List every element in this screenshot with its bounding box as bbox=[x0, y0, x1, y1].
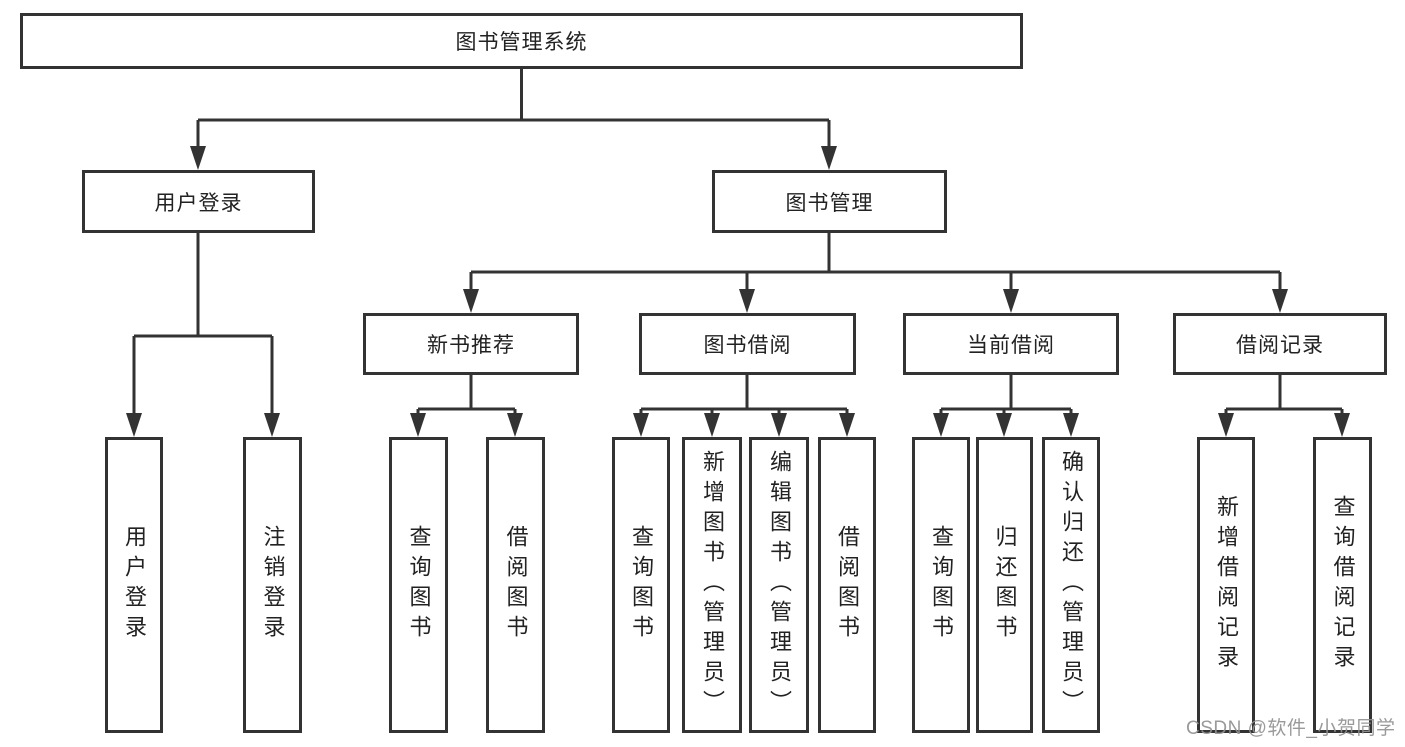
leaf-logout: 注销登录 bbox=[243, 437, 302, 733]
leaf-borrow-book-1-label: 借阅图书 bbox=[503, 525, 529, 645]
leaf-logout-label: 注销登录 bbox=[260, 525, 286, 645]
leaf-edit-book-admin-label: 编辑图书（管理员） bbox=[767, 450, 792, 720]
leaf-query-borrow-record-label: 查询借阅记录 bbox=[1330, 495, 1356, 675]
leaf-add-book-admin: 新增图书（管理员） bbox=[682, 437, 742, 733]
watermark: CSDN @软件_小贺同学 bbox=[1186, 718, 1396, 739]
leaf-borrow-book-2: 借阅图书 bbox=[818, 437, 876, 733]
leaf-add-book-admin-label: 新增图书（管理员） bbox=[700, 450, 725, 720]
leaf-add-borrow-record: 新增借阅记录 bbox=[1197, 437, 1255, 733]
node-current-borrow-label: 当前借阅 bbox=[967, 334, 1055, 357]
leaf-borrow-book-1: 借阅图书 bbox=[486, 437, 545, 733]
node-user-login-label: 用户登录 bbox=[154, 191, 243, 215]
node-new-book-recommend-label: 新书推荐 bbox=[427, 334, 515, 357]
leaf-query-book-3-label: 查询图书 bbox=[929, 525, 954, 645]
leaf-query-book-2: 查询图书 bbox=[612, 437, 670, 733]
node-book-management-label: 图书管理 bbox=[785, 191, 874, 215]
node-current-borrow: 当前借阅 bbox=[903, 313, 1119, 375]
node-book-borrow: 图书借阅 bbox=[639, 313, 856, 375]
node-root-label: 图书管理系统 bbox=[455, 31, 588, 54]
leaf-borrow-book-2-label: 借阅图书 bbox=[835, 525, 860, 645]
arrow-down-icons bbox=[126, 146, 1350, 437]
node-borrow-records-label: 借阅记录 bbox=[1236, 334, 1324, 357]
connector-segments bbox=[132, 69, 1344, 417]
node-borrow-records: 借阅记录 bbox=[1173, 313, 1387, 375]
node-new-book-recommend: 新书推荐 bbox=[363, 313, 579, 375]
leaf-add-borrow-record-label: 新增借阅记录 bbox=[1214, 495, 1239, 675]
leaf-query-borrow-record: 查询借阅记录 bbox=[1313, 437, 1372, 733]
leaf-user-login: 用户登录 bbox=[105, 437, 163, 733]
leaf-query-book-1-label: 查询图书 bbox=[406, 525, 432, 645]
leaf-return-book-label: 归还图书 bbox=[992, 525, 1018, 645]
node-root: 图书管理系统 bbox=[20, 13, 1023, 69]
leaf-query-book-3: 查询图书 bbox=[912, 437, 970, 733]
node-book-borrow-label: 图书借阅 bbox=[703, 334, 792, 357]
node-user-login: 用户登录 bbox=[82, 170, 315, 233]
leaf-edit-book-admin: 编辑图书（管理员） bbox=[749, 437, 809, 733]
leaf-query-book-2-label: 查询图书 bbox=[629, 525, 654, 645]
leaf-confirm-return-admin: 确认归还（管理员） bbox=[1042, 437, 1100, 733]
node-book-management: 图书管理 bbox=[712, 170, 947, 233]
leaf-user-login-label: 用户登录 bbox=[122, 525, 147, 645]
leaf-confirm-return-admin-label: 确认归还（管理员） bbox=[1059, 450, 1084, 720]
leaf-query-book-1: 查询图书 bbox=[389, 437, 448, 733]
leaf-return-book: 归还图书 bbox=[976, 437, 1033, 733]
